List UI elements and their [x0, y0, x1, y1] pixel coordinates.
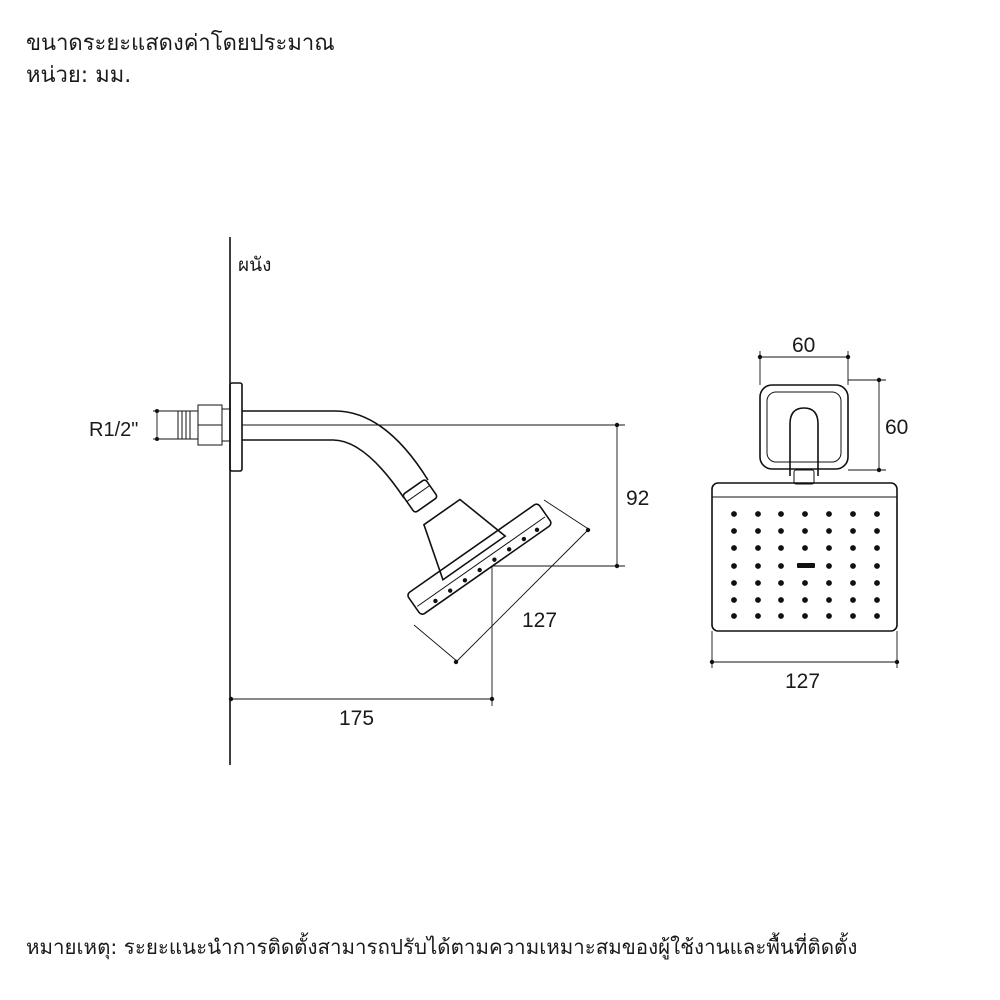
plate-width-label: 60 [792, 334, 815, 357]
thread-size-label: R1/2" [89, 419, 138, 441]
front-arm [789, 407, 819, 476]
plate-height-label: 60 [885, 416, 908, 439]
height-dimension: 92 [242, 422, 649, 569]
height-dimension-label: 92 [626, 487, 649, 510]
head-dimension: 127 [413, 499, 591, 665]
wall-flange [229, 382, 243, 472]
brand-mark [797, 563, 815, 568]
thread-fitting [177, 404, 231, 446]
side-view: ผนัง R1/2" [89, 237, 649, 765]
plate-height-dimension: 60 [848, 377, 908, 473]
thread-dimension: R1/2" [89, 409, 178, 441]
ball-joint [402, 479, 507, 581]
plate-width-dimension: 60 [757, 334, 851, 385]
head-dimension-label: 127 [522, 609, 557, 632]
drawing-title: ขนาดระยะแสดงค่าโดยประมาณ [26, 31, 335, 56]
shower-arm [242, 410, 429, 499]
reach-dimension-label: 175 [339, 707, 374, 730]
unit-label: หน่วย: มม. [26, 63, 132, 88]
head-width-dimension: 127 [709, 631, 900, 693]
front-wall-plate [759, 384, 849, 470]
installation-note: หมายเหตุ: ระยะแนะนำการติดตั้งสามารถปรับไ… [26, 935, 858, 959]
shower-head-front [711, 482, 898, 632]
wall-label: ผนัง [238, 255, 271, 276]
nozzle-grid [731, 511, 880, 619]
head-width-label: 127 [785, 670, 820, 693]
shower-head-side [407, 503, 552, 615]
front-view: 60 60 127 [709, 334, 908, 693]
reach-dimension: 175 [228, 566, 495, 730]
